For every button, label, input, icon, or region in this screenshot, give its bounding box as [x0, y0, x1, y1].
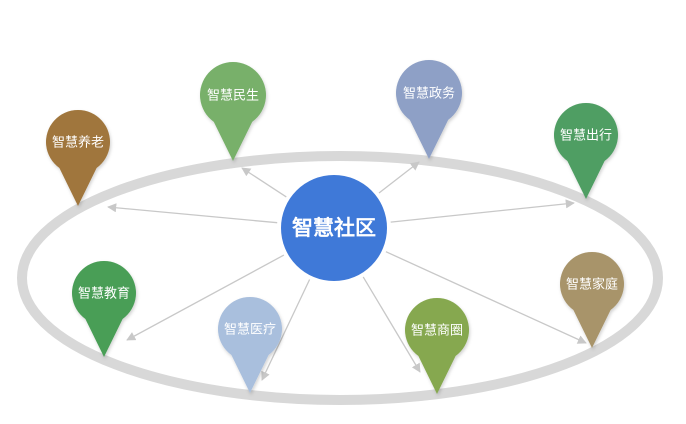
pin-shape-government [396, 60, 463, 159]
pin-medical: 智慧医疗 [218, 296, 282, 393]
hub-label: 智慧社区 [292, 216, 376, 240]
pin-label-commerce: 智慧商圈 [411, 323, 463, 339]
pin-label-eldercare: 智慧养老 [52, 135, 104, 151]
pin-label-medical: 智慧医疗 [224, 322, 276, 338]
connector-eldercare [107, 203, 278, 224]
orbit-ring [17, 151, 663, 405]
connector-medical [261, 279, 311, 381]
pin-family: 智慧家庭 [560, 251, 624, 348]
pin-label-family: 智慧家庭 [566, 277, 618, 293]
pin-eldercare: 智慧养老 [46, 109, 110, 206]
pin-livelihood: 智慧民生 [200, 62, 267, 161]
pin-label-livelihood: 智慧民生 [207, 88, 259, 104]
pin-label-transport: 智慧出行 [560, 128, 612, 144]
pin-shape-medical [218, 296, 282, 393]
pin-shape-eldercare [46, 109, 110, 206]
connector-lines [107, 161, 587, 381]
pin-transport: 智慧出行 [554, 102, 618, 199]
connector-family [385, 251, 587, 344]
pin-education: 智慧教育 [71, 260, 136, 357]
pin-shape-livelihood [200, 62, 267, 161]
connector-transport [390, 199, 575, 223]
pin-shape-transport [554, 102, 618, 199]
pin-government: 智慧政务 [396, 60, 463, 159]
pin-commerce: 智慧商圈 [405, 297, 469, 394]
pin-label-government: 智慧政务 [403, 86, 455, 102]
pin-label-education: 智慧教育 [78, 286, 130, 302]
hub-circle [281, 175, 387, 281]
connector-commerce [362, 276, 421, 373]
pin-shape-family [560, 251, 624, 348]
pin-shape-commerce [405, 297, 469, 394]
connector-education [126, 254, 285, 341]
pin-shape-education [71, 260, 136, 357]
hub-node: 智慧社区 [281, 175, 387, 281]
connector-government [378, 161, 420, 194]
connector-livelihood [241, 167, 287, 198]
